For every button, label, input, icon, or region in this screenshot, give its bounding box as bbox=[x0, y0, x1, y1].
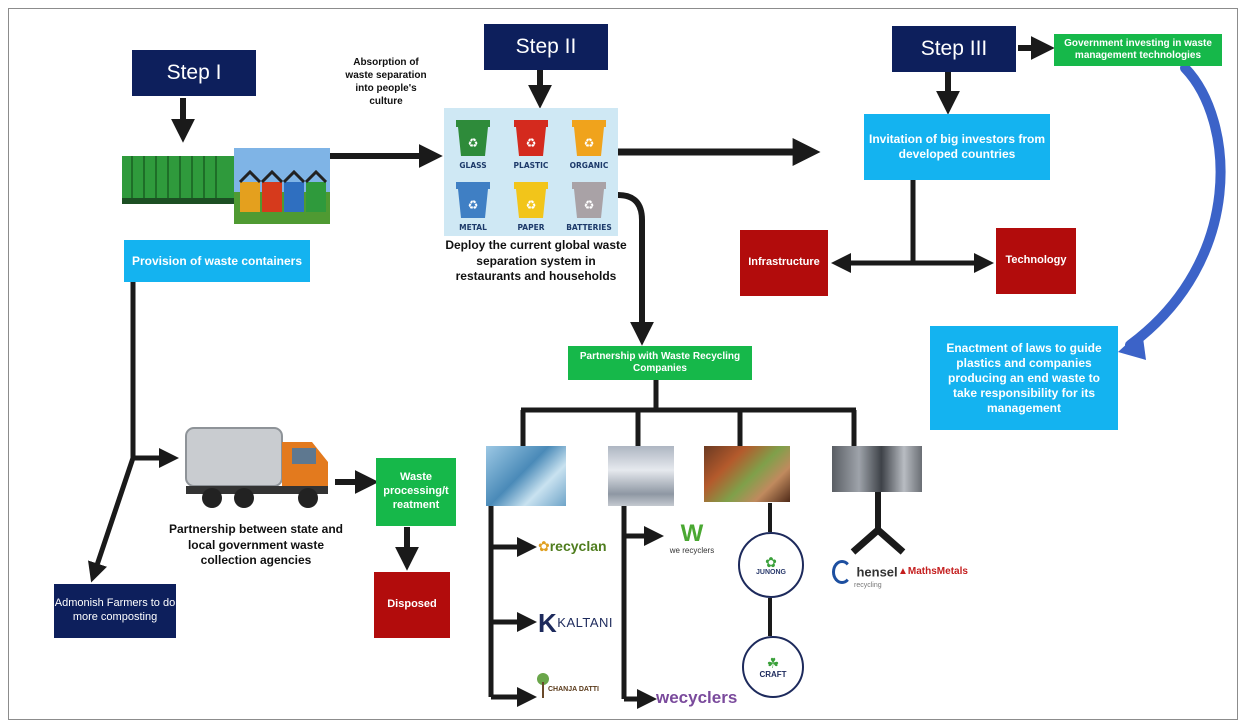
bin-paper: ♻ PAPER bbox=[514, 182, 548, 232]
garbage-truck-image bbox=[182, 418, 330, 512]
bin-plastic: ♻ PLASTIC bbox=[514, 120, 549, 170]
infrastructure-box: Infrastructure bbox=[740, 230, 828, 296]
recyclan-mark-icon: ✿ bbox=[538, 538, 550, 554]
invitation-box: Invitation of big investors from develop… bbox=[864, 114, 1050, 180]
chanja-datti-logo: CHANJA DATTI bbox=[536, 672, 599, 708]
branch4-fork bbox=[850, 527, 906, 555]
gov-investing-box: Government investing in waste management… bbox=[1054, 34, 1222, 66]
kaltani-k-icon: K bbox=[538, 608, 558, 638]
diagram-frame bbox=[8, 8, 1238, 720]
plastic-bottles-image bbox=[486, 446, 566, 506]
arrow-bins-to-recycling bbox=[617, 192, 654, 346]
bin-label: BATTERIES bbox=[566, 223, 612, 232]
recycle-icon: ♻ bbox=[584, 136, 595, 150]
provision-box: Provision of waste containers bbox=[124, 240, 310, 282]
arrow-gov-to-enactment-head bbox=[1118, 330, 1146, 360]
partnership-state-label: Partnership between state and local gove… bbox=[168, 522, 344, 568]
partnership-recycling-box: Partnership with Waste Recycling Compani… bbox=[568, 346, 752, 380]
bin-organic: ♻ ORGANIC bbox=[570, 120, 609, 170]
we-recyclers-logo: W we recyclers bbox=[664, 520, 720, 556]
arrow-to-admonish bbox=[88, 457, 136, 583]
recyclan-text: recyclan bbox=[549, 538, 607, 554]
mathsmetals-text: MathsMetals bbox=[907, 566, 968, 577]
step1-box: Step I bbox=[132, 50, 256, 96]
bin-label: GLASS bbox=[459, 161, 486, 170]
chanja-text: CHANJA DATTI bbox=[548, 686, 599, 693]
step2-box: Step II bbox=[484, 24, 608, 70]
admonish-box: Admonish Farmers to do more composting bbox=[54, 584, 176, 638]
waste-processing-box: Waste processing/t reatment bbox=[376, 458, 456, 526]
scrap-metal-image bbox=[832, 446, 922, 492]
junong-leaf-icon: ✿ bbox=[765, 553, 777, 570]
bin-label: PLASTIC bbox=[514, 161, 549, 170]
organic-waste-image bbox=[704, 446, 790, 502]
arrow-gov-to-enactment bbox=[1125, 63, 1226, 350]
hensel-text: hensel bbox=[856, 564, 898, 580]
recycle-icon: ♻ bbox=[468, 198, 479, 212]
technology-box: Technology bbox=[996, 228, 1076, 294]
we-recyclers-text: we recyclers bbox=[669, 546, 715, 555]
recycle-icon: ♻ bbox=[584, 198, 595, 212]
we-recyclers-w-icon: W bbox=[680, 520, 704, 547]
recycle-icon: ♻ bbox=[468, 136, 479, 150]
bin-batteries: ♻ BATTERIES bbox=[566, 182, 612, 232]
hensel-logo: hensel recycling bbox=[832, 560, 898, 589]
tree-icon bbox=[537, 673, 549, 698]
absorption-label: Absorption of waste separation into peop… bbox=[345, 57, 427, 107]
kaltani-logo: KKALTANI bbox=[538, 608, 613, 639]
container-skip-image bbox=[122, 152, 234, 206]
bin-metal: ♻ METAL bbox=[456, 182, 490, 232]
mathsmetals-logo: ▲MathsMetals bbox=[898, 566, 968, 577]
waste-bins-image: ♻ GLASS ♻ PLASTIC ♻ ORGANIC ♻ METAL ♻ PAPER ♻ BATTE… bbox=[444, 108, 618, 236]
bins-graphic: ♻ GLASS ♻ PLASTIC ♻ ORGANIC ♻ METAL ♻ PAPER ♻ BATTE… bbox=[456, 120, 612, 232]
bin-label: PAPER bbox=[517, 223, 544, 232]
recycle-icon: ♻ bbox=[526, 198, 537, 212]
recycle-icon: ♻ bbox=[526, 136, 537, 150]
bin-label: ORGANIC bbox=[570, 161, 609, 170]
container-bins-image bbox=[234, 148, 330, 224]
mathsmetals-mark-icon: ▲ bbox=[898, 566, 908, 577]
hensel-mark-icon bbox=[832, 560, 852, 584]
junong-logo: ✿ JUNONG bbox=[738, 532, 804, 598]
hensel-subtext: recycling bbox=[854, 582, 882, 589]
enactment-box: Enactment of laws to guide plastics and … bbox=[930, 326, 1118, 430]
craft-text: CRAFT bbox=[759, 669, 787, 679]
craft-leaf-icon: ☘ bbox=[766, 654, 780, 671]
bin-label: METAL bbox=[459, 223, 487, 232]
recyclan-logo: ✿recyclan bbox=[538, 538, 607, 555]
craft-logo: ☘ CRAFT bbox=[742, 636, 804, 698]
junong-text: JUNONG bbox=[756, 568, 786, 576]
bin-glass: ♻ GLASS bbox=[456, 120, 490, 170]
step3-box: Step III bbox=[892, 26, 1016, 72]
disposed-box: Disposed bbox=[374, 572, 450, 638]
deploy-label: Deploy the current global waste separati… bbox=[445, 238, 627, 284]
compressed-bales-image bbox=[608, 446, 674, 506]
kaltani-text: KALTANI bbox=[557, 614, 614, 630]
wecyclers-logo: wecyclers bbox=[656, 688, 738, 707]
